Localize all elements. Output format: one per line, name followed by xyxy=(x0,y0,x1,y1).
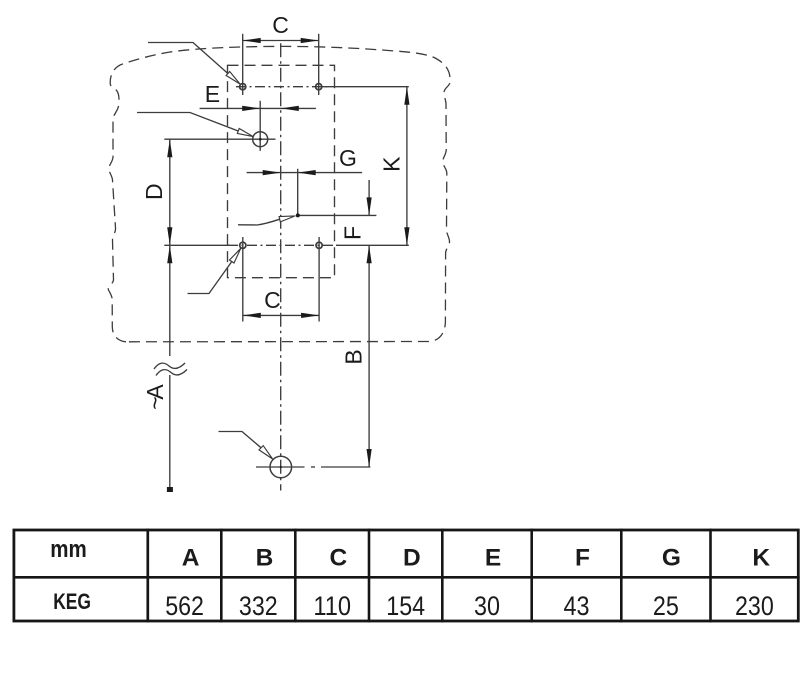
svg-text:~A: ~A xyxy=(142,384,168,410)
svg-text:E: E xyxy=(205,81,220,107)
svg-text:43: 43 xyxy=(564,591,590,621)
svg-text:K: K xyxy=(379,156,405,172)
svg-text:F: F xyxy=(575,545,590,572)
svg-text:E: E xyxy=(485,545,501,572)
svg-text:mm: mm xyxy=(50,536,87,563)
svg-text:F: F xyxy=(340,226,366,240)
svg-text:25: 25 xyxy=(653,591,679,621)
svg-text:332: 332 xyxy=(239,591,278,621)
svg-text:C: C xyxy=(272,12,289,38)
svg-text:B: B xyxy=(340,349,366,364)
svg-text:D: D xyxy=(141,183,167,200)
svg-text:K: K xyxy=(752,545,770,572)
svg-text:G: G xyxy=(662,545,681,572)
svg-text:KEG: KEG xyxy=(53,589,91,614)
svg-text:G: G xyxy=(339,145,357,171)
svg-text:230: 230 xyxy=(735,591,774,621)
svg-text:30: 30 xyxy=(474,591,500,621)
svg-text:C: C xyxy=(329,545,347,572)
svg-text:D: D xyxy=(403,545,421,572)
svg-text:C: C xyxy=(264,287,281,313)
svg-text:B: B xyxy=(256,545,274,572)
svg-text:154: 154 xyxy=(386,591,425,621)
svg-text:A: A xyxy=(182,545,200,572)
svg-text:562: 562 xyxy=(165,591,204,621)
svg-text:110: 110 xyxy=(313,591,351,621)
